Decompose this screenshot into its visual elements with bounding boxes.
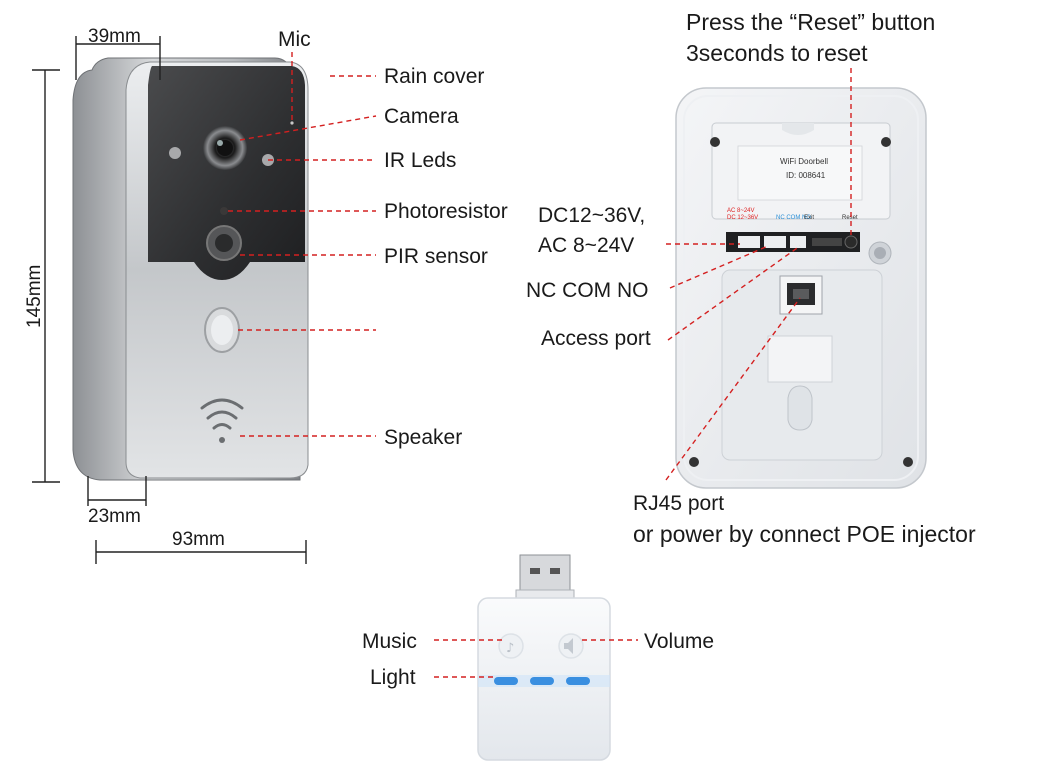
music-button [498, 633, 524, 659]
sticker-id: ID: 008641 [786, 171, 826, 180]
screw-bottom-right [903, 457, 913, 467]
terminal-exit-label: Exit [804, 215, 814, 221]
sticker-title: WiFi Doorbell [780, 157, 828, 166]
volume-icon [564, 638, 573, 654]
back-leaders [665, 68, 852, 481]
light-led-1 [494, 677, 518, 685]
light-led-2 [530, 677, 554, 685]
label-photoresistor: Photoresistor [384, 200, 508, 223]
label-music: Music [362, 630, 417, 653]
label-mic: Mic [278, 28, 311, 51]
screw-top-right [881, 137, 891, 147]
front-dimensions: 39mm 145mm 23mm 93mm [24, 26, 307, 564]
back-doorbell: WiFi Doorbell ID: 008641 AC 8~24V DC 12~… [675, 87, 927, 489]
label-power-line1: DC12~36V, [538, 204, 645, 227]
ir-led-left [169, 147, 181, 159]
mic-hole [290, 121, 294, 125]
light-led-3 [566, 677, 590, 685]
label-volume: Volume [644, 630, 714, 653]
dimension-39mm: 39mm [88, 26, 141, 47]
usb-leaders [434, 639, 638, 678]
screw-top-left [710, 137, 720, 147]
terminal-ac-label: AC 8~24V [727, 208, 755, 214]
usb-chime: ♪ [477, 554, 611, 761]
dimension-23mm: 23mm [88, 506, 141, 527]
reset-button [844, 235, 858, 249]
label-speaker: Speaker [384, 426, 462, 449]
music-note-icon: ♪ [506, 641, 514, 656]
wifi-icon [200, 398, 244, 430]
label-rj45-line1: RJ45 port [633, 492, 724, 515]
label-relay: NC COM NO [526, 279, 649, 302]
terminal-dc-label: DC 12~36V [727, 215, 758, 221]
photoresistor [220, 207, 228, 215]
label-rain-cover: Rain cover [384, 65, 484, 88]
label-camera: Camera [384, 105, 459, 128]
label-power-line2: AC 8~24V [538, 234, 634, 257]
terminal-reset-label: Reset [842, 215, 858, 221]
label-access-port: Access port [541, 327, 651, 350]
label-light: Light [370, 666, 416, 689]
front-leaders [228, 52, 377, 437]
dimension-93mm: 93mm [172, 529, 225, 550]
serial-sticker [737, 145, 863, 201]
terminal-relay-label: NC COM NO [776, 215, 811, 221]
front-doorbell [72, 57, 309, 481]
reset-note-line2: 3seconds to reset [686, 40, 868, 66]
camera-panel [148, 66, 305, 280]
screw-bottom-left [689, 457, 699, 467]
label-pir-sensor: PIR sensor [384, 245, 488, 268]
dimension-145mm: 145mm [24, 265, 45, 328]
label-rj45-line2: or power by connect POE injector [633, 521, 976, 547]
reset-note-line1: Press the “Reset” button [686, 9, 935, 35]
label-ir-leds: IR Leds [384, 149, 456, 172]
